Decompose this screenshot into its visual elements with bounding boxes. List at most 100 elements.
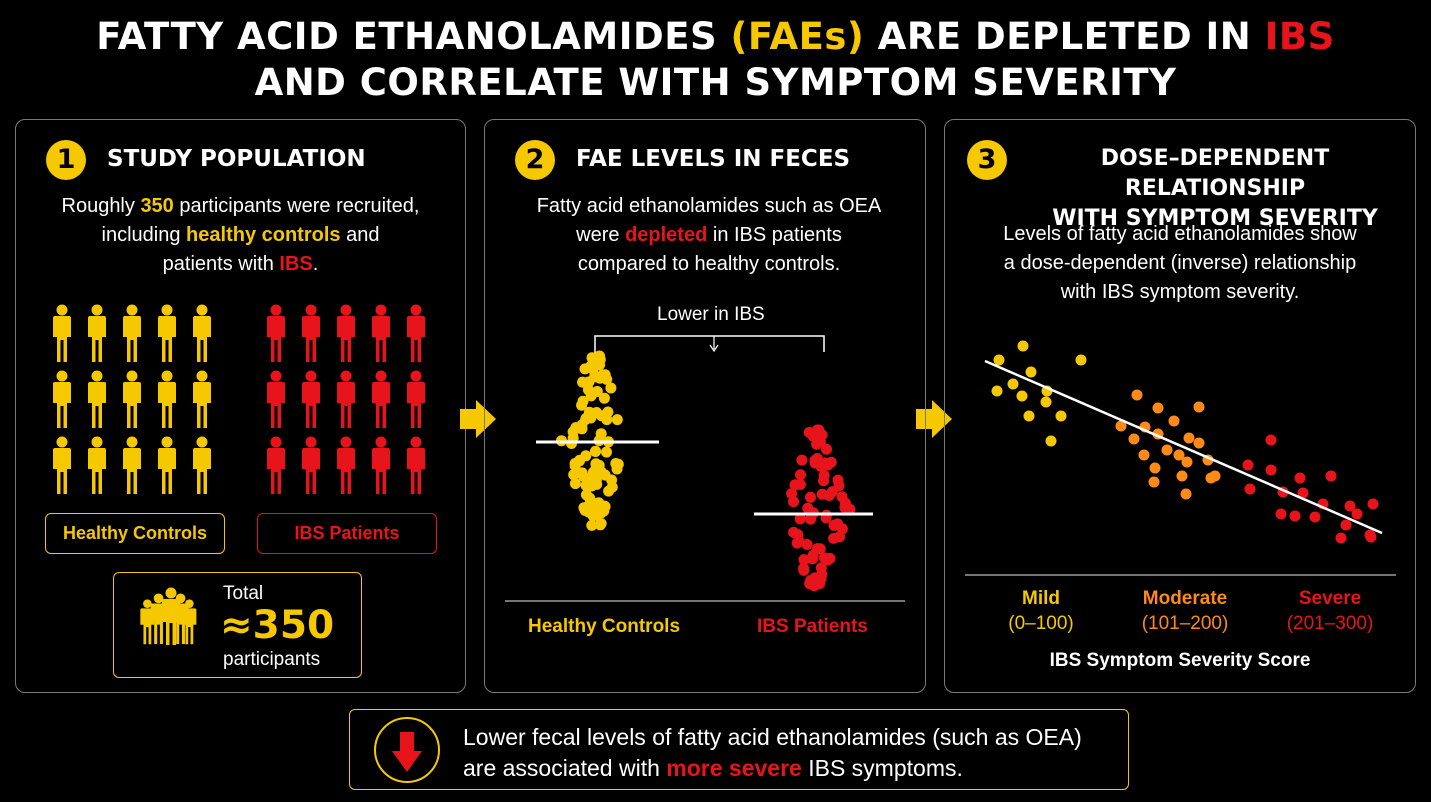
data-point — [805, 491, 816, 503]
person-icon — [123, 436, 141, 494]
total-unit: participants — [223, 649, 321, 670]
severity-category-range: (201–300) — [1286, 613, 1374, 634]
data-point — [789, 479, 801, 491]
data-point — [1244, 483, 1256, 495]
data-point — [796, 454, 808, 466]
data-point — [1075, 354, 1087, 366]
total-label: Total — [223, 583, 264, 604]
data-point — [1193, 401, 1205, 413]
person-icon — [407, 304, 425, 362]
severity-category-mild: Mild(0–100) — [961, 586, 1121, 636]
severity-category-moderate: Moderate(101–200) — [1105, 586, 1265, 636]
group-people-icon — [140, 587, 197, 645]
data-point — [795, 469, 806, 481]
severity-category-range: (0–100) — [1008, 613, 1074, 634]
total-participants-box: Total ≈350 participants — [113, 572, 362, 678]
data-point — [1351, 508, 1363, 520]
healthy-controls-label: Healthy Controls — [45, 513, 225, 554]
data-point — [596, 410, 607, 422]
step-number-2: 2 — [515, 140, 555, 180]
data-point — [567, 426, 579, 438]
data-point — [1131, 389, 1143, 401]
panel3-heading: DOSE–DEPENDENT RELATIONSHIP WITH SYMPTOM… — [1052, 146, 1378, 231]
data-point — [794, 513, 806, 525]
data-point — [568, 469, 580, 481]
data-point — [605, 382, 617, 394]
data-point — [606, 481, 618, 493]
data-point — [825, 456, 837, 468]
data-point — [577, 395, 589, 407]
panel-fae-levels: 2 FAE LEVELS IN FECES Fatty acid ethanol… — [484, 119, 926, 693]
step-number-3: 3 — [967, 140, 1007, 180]
data-point — [1309, 511, 1321, 523]
data-point — [811, 453, 823, 464]
data-point — [583, 406, 595, 418]
person-icon — [88, 304, 106, 362]
page-title: FATTY ACID ETHANOLAMIDES (FAEs) ARE DEPL… — [96, 15, 1335, 104]
data-point — [818, 469, 830, 481]
data-point — [814, 543, 826, 555]
person-icon — [162, 587, 180, 645]
data-point — [583, 506, 595, 518]
data-point — [1340, 519, 1352, 531]
data-point — [1265, 434, 1277, 446]
panel2-heading: FAE LEVELS IN FECES — [576, 146, 851, 172]
data-point — [1176, 470, 1188, 482]
person-icon — [372, 304, 390, 362]
data-point — [833, 480, 845, 492]
data-point — [1007, 378, 1019, 390]
person-icon — [302, 436, 320, 494]
data-point — [823, 490, 835, 501]
data-point — [589, 446, 601, 457]
data-point — [1138, 449, 1150, 461]
data-point — [1365, 531, 1377, 543]
data-point — [576, 419, 588, 431]
person-icon — [337, 304, 355, 362]
person-icon — [267, 370, 285, 428]
data-point — [1180, 488, 1192, 500]
data-point — [1023, 410, 1035, 422]
data-point — [793, 535, 805, 547]
person-icon — [193, 436, 211, 494]
data-point — [1344, 500, 1356, 512]
panel3-description: Levels of fatty acid ethanolamides show … — [1003, 223, 1357, 303]
severity-category-name: Severe — [1298, 588, 1362, 609]
data-point — [818, 552, 830, 564]
data-point — [598, 392, 610, 404]
data-point — [1148, 476, 1160, 488]
person-icon — [302, 370, 320, 428]
data-point — [1325, 470, 1337, 482]
data-point — [594, 372, 606, 384]
data-point — [1149, 462, 1161, 474]
person-icon — [53, 370, 71, 428]
person-icon — [372, 370, 390, 428]
data-point — [583, 479, 595, 491]
data-point — [1181, 456, 1193, 468]
data-point — [569, 460, 581, 472]
person-icon — [337, 370, 355, 428]
person-icon — [267, 304, 285, 362]
conclusion-text: Lower fecal levels of fatty acid ethanol… — [463, 724, 1082, 781]
person-icon — [407, 436, 425, 494]
data-point — [1205, 472, 1217, 484]
data-point — [590, 463, 602, 475]
data-point — [1289, 510, 1301, 522]
data-point — [815, 573, 827, 585]
person-icon — [372, 436, 390, 494]
data-point — [788, 496, 799, 508]
data-point — [798, 564, 810, 576]
bracket-label: Lower in IBS — [657, 304, 765, 325]
person-icon — [193, 304, 211, 362]
data-point — [594, 359, 606, 371]
person-icon — [123, 304, 141, 362]
panel1-description: Roughly 350 participants were recruited,… — [61, 195, 420, 275]
data-point — [599, 469, 611, 481]
data-point — [1161, 444, 1173, 456]
data-point — [993, 354, 1005, 366]
data-point — [1193, 437, 1205, 449]
data-point — [1242, 459, 1254, 471]
data-point — [576, 467, 588, 479]
data-point — [1173, 449, 1185, 461]
ibs-patients-label: IBS Patients — [257, 513, 437, 554]
data-point — [595, 518, 607, 529]
